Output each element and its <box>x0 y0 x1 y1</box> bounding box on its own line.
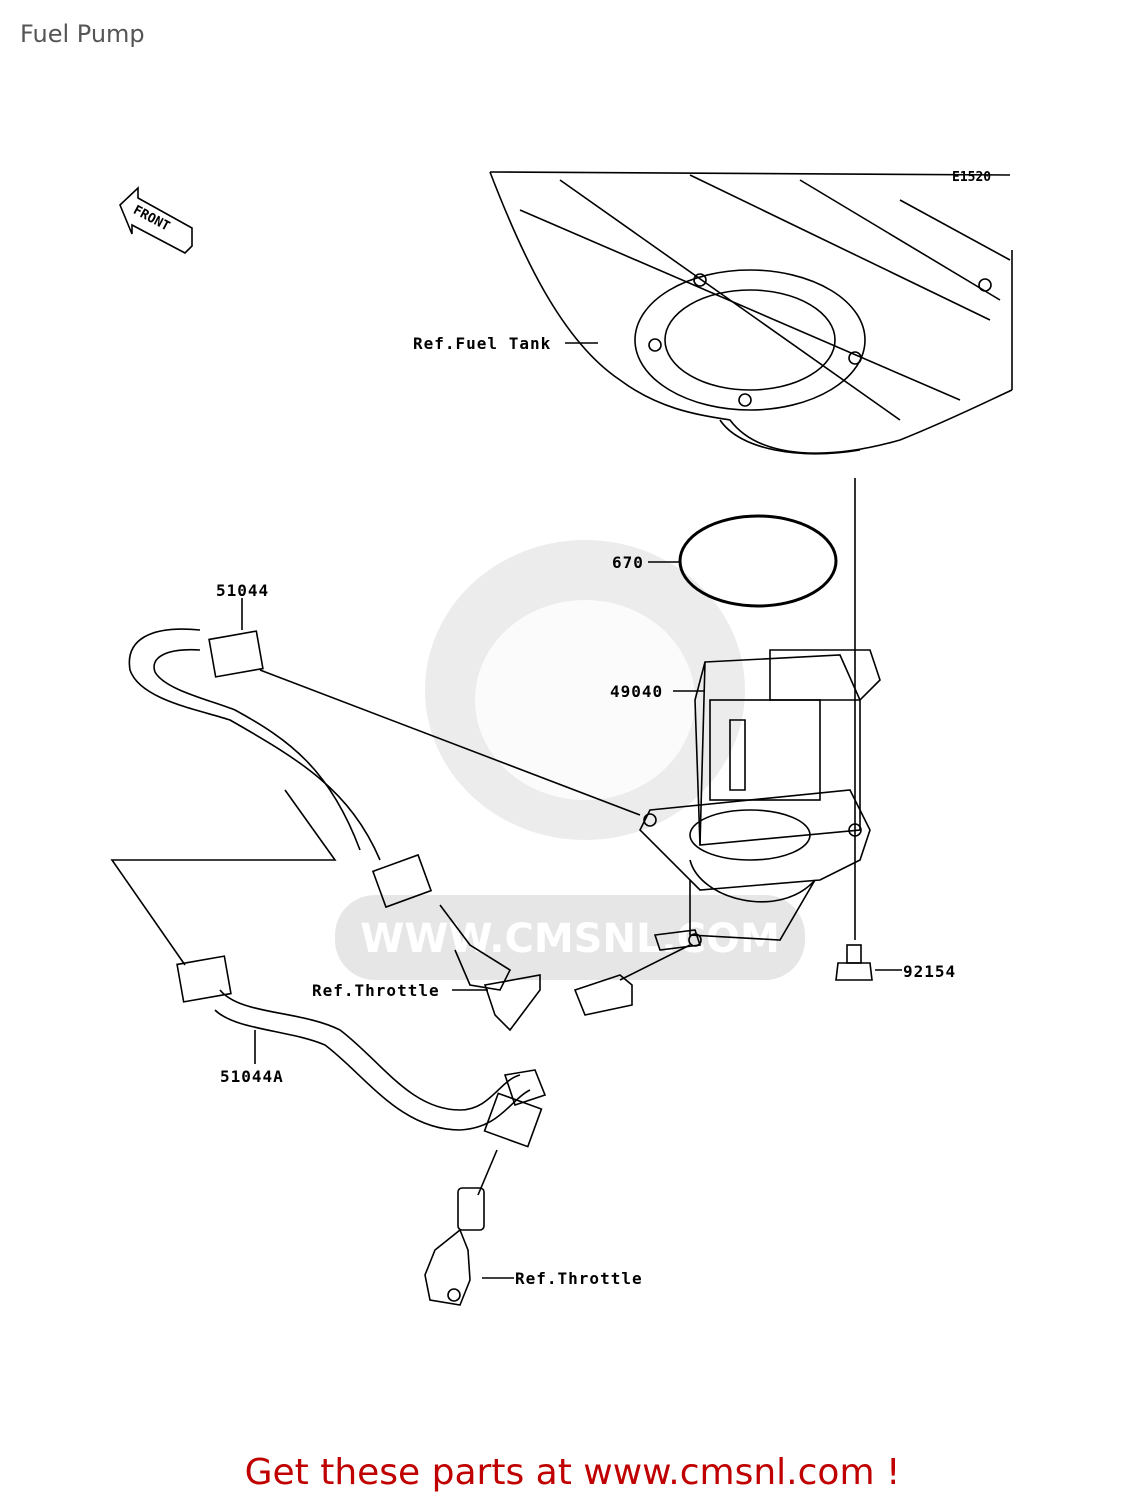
fuel-hose-51044 <box>128 628 541 1032</box>
throttle-fitting <box>424 1187 485 1306</box>
fuel-tank <box>489 171 1013 455</box>
label-hose-a: 51044A <box>220 1067 284 1086</box>
footer-promo[interactable]: Get these parts at www.cmsnl.com ! <box>244 1452 901 1493</box>
label-hose: 51044 <box>216 581 269 600</box>
label-fuel-tank: Ref.Fuel Tank <box>413 334 551 353</box>
label-gasket: 670 <box>612 553 644 572</box>
bolt <box>835 944 873 981</box>
label-throttle-2: Ref.Throttle <box>515 1269 643 1288</box>
front-label: FRONT <box>130 203 172 235</box>
fuel-pump-assembly <box>573 649 881 1016</box>
watermark-url: WWW.CMSNL.COM <box>360 916 780 962</box>
diagram-code: E1520 <box>952 170 991 185</box>
gasket-o-ring <box>678 514 838 608</box>
front-arrow-icon: FRONT <box>119 186 193 254</box>
label-throttle-1: Ref.Throttle <box>312 981 440 1000</box>
watermark: WWW.CMSNL.COM <box>335 540 805 980</box>
label-bolt: 92154 <box>903 962 956 981</box>
fuel-hose-51044a <box>176 955 547 1148</box>
page-title: Fuel Pump <box>20 20 145 48</box>
label-pump: 49040 <box>610 682 663 701</box>
